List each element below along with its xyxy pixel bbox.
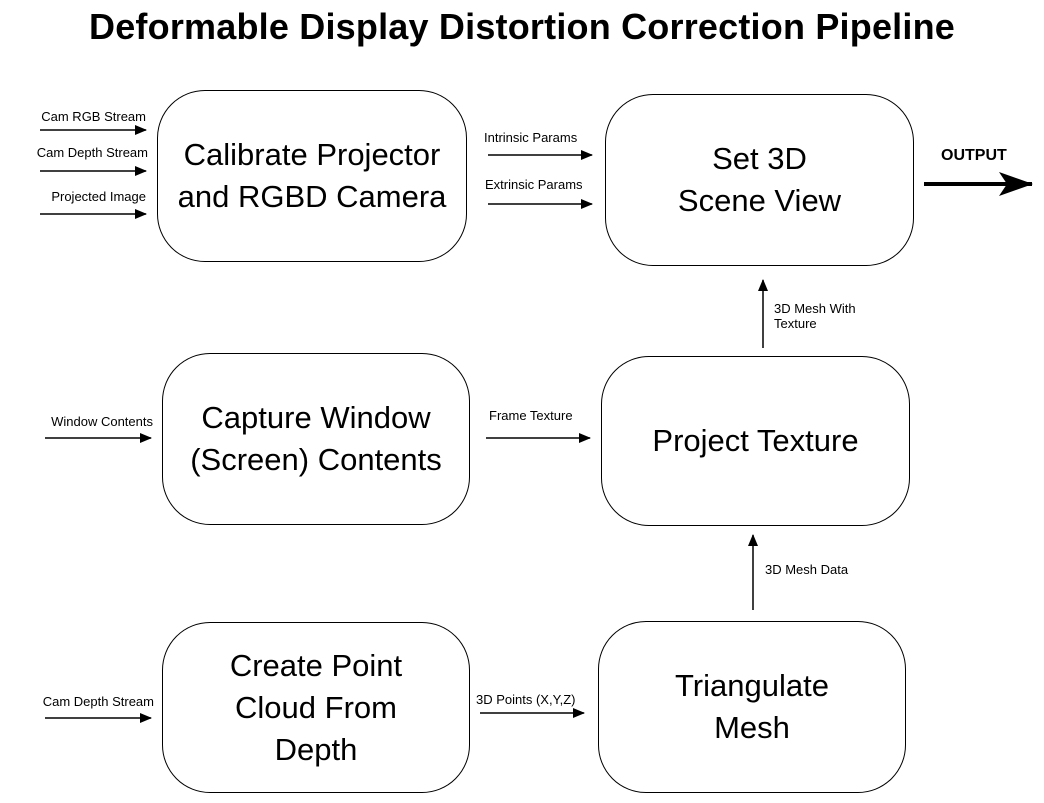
label-cam-depth-2: Cam Depth Stream (42, 694, 154, 709)
label-output: OUTPUT (941, 147, 1007, 164)
label-points-3d: 3D Points (X,Y,Z) (476, 692, 576, 707)
triangulate-box: Triangulate Mesh (598, 621, 906, 793)
scene-view-box: Set 3D Scene View (605, 94, 914, 266)
label-mesh-data: 3D Mesh Data (765, 562, 849, 577)
label-mesh-with-texture: 3D Mesh With Texture (774, 301, 856, 331)
point-cloud-box: Create Point Cloud From Depth (162, 622, 470, 793)
label-cam-depth-1: Cam Depth Stream (36, 145, 148, 160)
label-cam-rgb: Cam RGB Stream (41, 109, 146, 124)
label-extrinsic: Extrinsic Params (485, 177, 583, 192)
calibrate-box: Calibrate Projector and RGBD Camera (157, 90, 467, 262)
label-intrinsic: Intrinsic Params (484, 130, 578, 145)
label-window-contents: Window Contents (51, 414, 153, 429)
label-projected-image: Projected Image (51, 189, 146, 204)
label-frame-texture: Frame Texture (489, 408, 573, 423)
capture-box: Capture Window (Screen) Contents (162, 353, 470, 525)
project-texture-box: Project Texture (601, 356, 910, 526)
diagram-title: Deformable Display Distortion Correction… (89, 6, 955, 47)
